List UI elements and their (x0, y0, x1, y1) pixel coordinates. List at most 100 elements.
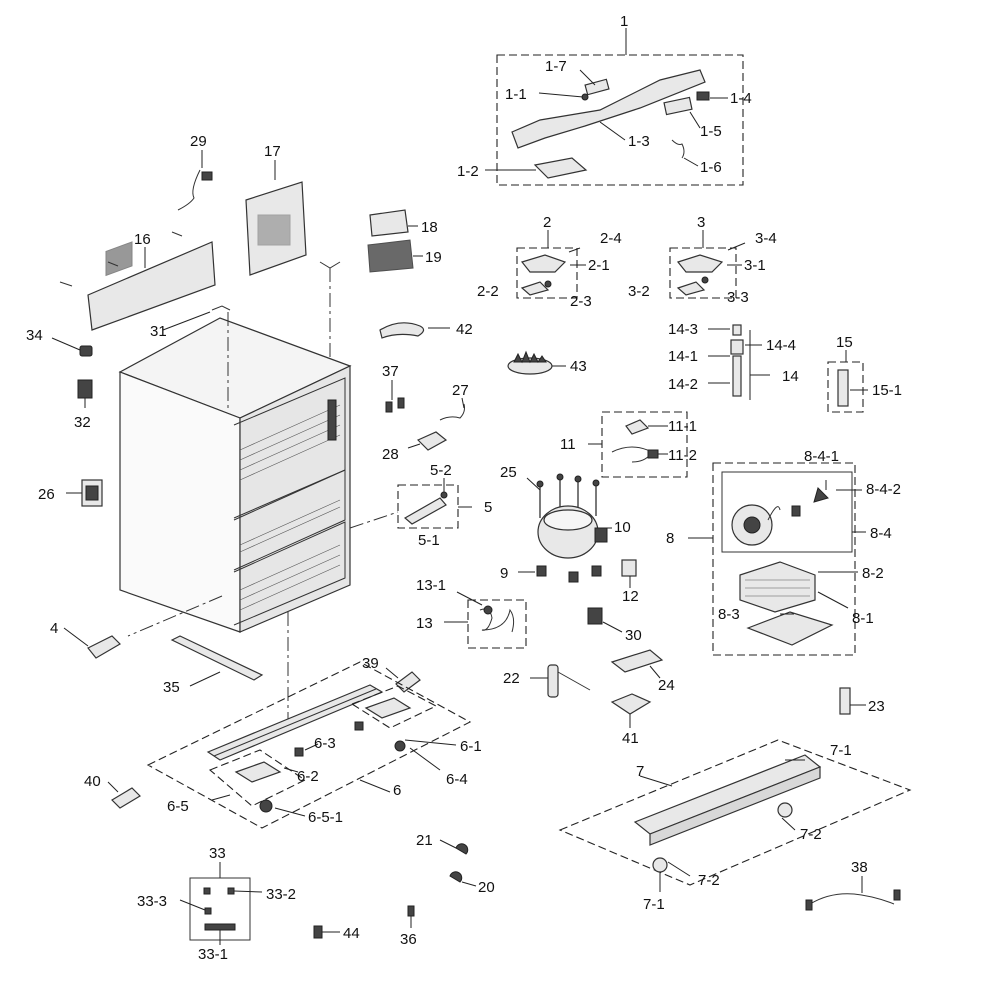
label-7: 7 (636, 763, 644, 780)
label-14: 14 (782, 368, 799, 385)
label-2-3: 2-3 (570, 293, 592, 310)
part-group-2 (516, 230, 586, 299)
label-18: 18 (421, 219, 438, 236)
label-14-1: 14-1 (668, 348, 698, 365)
label-2: 2 (543, 214, 551, 231)
label-40: 40 (84, 773, 101, 790)
label-1-7: 1-7 (545, 58, 567, 75)
part-group-11 (588, 411, 688, 478)
label-1-3: 1-3 (628, 133, 650, 150)
label-29: 29 (190, 133, 207, 150)
label-35: 35 (163, 679, 180, 696)
part-29-wire (177, 150, 213, 211)
label-14-4: 14-4 (766, 337, 796, 354)
label-36: 36 (400, 931, 417, 948)
label-41: 41 (622, 730, 639, 747)
compressor-assembly (518, 473, 637, 633)
label-10: 10 (614, 519, 631, 536)
label-5: 5 (484, 499, 492, 516)
label-1-1: 1-1 (505, 86, 527, 103)
parts-34-32-26 (51, 337, 103, 507)
part-group-33 (179, 862, 263, 945)
part-17-panel (245, 160, 307, 276)
label-8-3: 8-3 (718, 606, 740, 623)
part-group-1 (485, 28, 744, 186)
part-labels: 1 1-7 1-1 1-4 1-5 1-3 1-6 1-2 2 2-4 2-1 … (26, 13, 902, 963)
part-18-19 (367, 209, 423, 273)
label-6-4: 6-4 (446, 771, 468, 788)
bottom-small-parts (313, 839, 901, 939)
middle-small-parts (379, 322, 566, 451)
label-8-4-2: 8-4-2 (866, 481, 901, 498)
label-3-1: 3-1 (744, 257, 766, 274)
label-3-4: 3-4 (755, 230, 777, 247)
label-34: 34 (26, 327, 43, 344)
label-6: 6 (393, 782, 401, 799)
label-2-2: 2-2 (477, 283, 499, 300)
label-13-1: 13-1 (416, 577, 446, 594)
label-11-1: 11-1 (668, 418, 697, 435)
label-30: 30 (625, 627, 642, 644)
label-44: 44 (343, 925, 360, 942)
label-3-3: 3-3 (727, 289, 749, 306)
parts-4-35-39-40 (63, 627, 421, 809)
label-24: 24 (658, 677, 675, 694)
label-7-1-bottom: 7-1 (643, 896, 665, 913)
label-1-5: 1-5 (700, 123, 722, 140)
label-13: 13 (416, 615, 433, 632)
label-5-1: 5-1 (418, 532, 440, 549)
label-11: 11 (560, 436, 576, 453)
label-2-4: 2-4 (600, 230, 622, 247)
label-4: 4 (50, 620, 58, 637)
parts-22-24-41-23 (530, 649, 866, 728)
label-15-1: 15-1 (872, 382, 902, 399)
label-7-1-top: 7-1 (830, 742, 852, 759)
label-19: 19 (425, 249, 442, 266)
label-6-2: 6-2 (297, 768, 319, 785)
label-7-2-lower: 7-2 (698, 872, 720, 889)
label-39: 39 (362, 655, 379, 672)
label-32: 32 (74, 414, 91, 431)
label-38: 38 (851, 859, 868, 876)
label-16: 16 (134, 231, 151, 248)
label-3-2: 3-2 (628, 283, 650, 300)
label-20: 20 (478, 879, 495, 896)
label-1-4: 1-4 (730, 90, 752, 107)
part-group-5 (397, 478, 472, 529)
label-7-2-upper: 7-2 (800, 826, 822, 843)
label-15: 15 (836, 334, 853, 351)
label-33-1: 33-1 (198, 946, 228, 963)
label-21: 21 (416, 832, 433, 849)
part-group-13 (444, 591, 527, 649)
label-8-4: 8-4 (870, 525, 892, 542)
label-42: 42 (456, 321, 473, 338)
part-group-7 (558, 739, 912, 892)
label-33-3: 33-3 (137, 893, 167, 910)
label-25: 25 (500, 464, 517, 481)
label-9: 9 (500, 565, 508, 582)
label-14-2: 14-2 (668, 376, 698, 393)
label-33: 33 (209, 845, 226, 862)
label-6-5: 6-5 (167, 798, 189, 815)
label-8-2: 8-2 (862, 565, 884, 582)
label-12: 12 (622, 588, 639, 605)
label-3: 3 (697, 214, 705, 231)
label-2-1: 2-1 (588, 257, 610, 274)
label-5-2: 5-2 (430, 462, 452, 479)
label-8-1: 8-1 (852, 610, 874, 627)
part-group-14 (708, 324, 770, 400)
label-31: 31 (150, 323, 167, 340)
label-6-1: 6-1 (460, 738, 482, 755)
part-16-back-cover (59, 231, 216, 331)
part-group-15 (827, 350, 868, 413)
label-1: 1 (620, 13, 628, 30)
label-37: 37 (382, 363, 399, 380)
part-group-6 (146, 661, 472, 829)
label-28: 28 (382, 446, 399, 463)
label-6-3: 6-3 (314, 735, 336, 752)
label-26: 26 (38, 486, 55, 503)
label-17: 17 (264, 143, 281, 160)
label-1-6: 1-6 (700, 159, 722, 176)
label-43: 43 (570, 358, 587, 375)
label-33-2: 33-2 (266, 886, 296, 903)
